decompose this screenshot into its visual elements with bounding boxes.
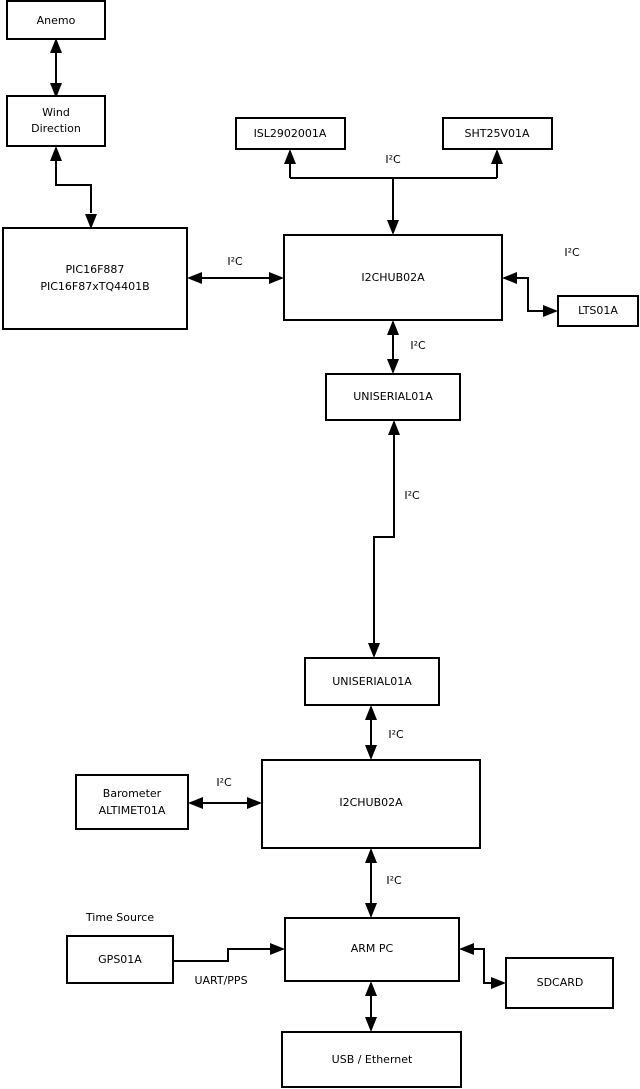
node-i2chub02a-bottom[interactable]: I2CHUB02A [261,759,481,849]
node-sht25v01a[interactable]: SHT25V01A [442,117,553,150]
node-sdcard-label: SDCARD [537,976,584,989]
node-uniserial01a-bottom-label: UNISERIAL01A [332,675,412,688]
node-arm-pc-label: ARM PC [351,942,394,955]
connector-uniserial-bottom-hub-bottom [365,705,377,760]
node-barometer-label-line1: Barometer [103,787,162,800]
node-wind-direction-label-line2: Direction [31,122,81,135]
edge-label-uniserial-bottom-to-hub-bottom: I²C [388,728,404,741]
node-lts01a-label: LTS01A [578,304,618,317]
node-pic-label-line2: PIC16F87xTQ4401B [40,280,149,293]
connector-wind-direction-pic [50,146,97,229]
node-isl2902001a[interactable]: ISL2902001A [235,117,346,150]
connector-hub-top-sensors [284,149,503,235]
node-uniserial01a-top[interactable]: UNISERIAL01A [325,373,461,421]
node-usb-ethernet[interactable]: USB / Ethernet [281,1031,462,1088]
node-uniserial01a-top-label: UNISERIAL01A [353,390,433,403]
node-pic-microcontroller[interactable]: PIC16F887 PIC16F87xTQ4401B [2,227,188,330]
node-anemo-label: Anemo [37,14,76,27]
connector-armpc-usb-ethernet [365,981,377,1032]
node-isl2902001a-label: ISL2902001A [254,127,327,140]
node-sdcard[interactable]: SDCARD [505,957,614,1009]
node-i2chub02a-bottom-label: I2CHUB02A [339,796,403,809]
node-wind-direction-label-line1: Wind [42,106,70,119]
connector-uniserial-link [368,420,400,658]
edge-label-hub-top-to-lts: I²C [564,246,580,259]
node-uniserial01a-bottom[interactable]: UNISERIAL01A [304,657,440,706]
node-gps01a[interactable]: GPS01A [66,935,174,984]
edge-label-barometer-to-hub-bottom: I²C [216,776,232,789]
connector-hub-top-uniserial-top [387,320,399,374]
node-sht25v01a-label: SHT25V01A [464,127,529,140]
node-arm-pc[interactable]: ARM PC [284,917,460,982]
node-i2chub02a-top[interactable]: I2CHUB02A [283,234,503,321]
connector-hub-top-lts [502,272,558,317]
node-wind-direction[interactable]: Wind Direction [6,95,106,147]
edge-label-hub-top-to-uniserial-top: I²C [410,339,426,352]
node-gps01a-label: GPS01A [98,953,142,966]
connector-hub-bottom-armpc [365,848,377,918]
edge-label-uniserial-link: I²C [404,489,420,502]
edge-label-pic-to-hub-top: I²C [227,255,243,268]
edge-label-hub-bottom-to-armpc: I²C [386,874,402,887]
node-pic-label-line1: PIC16F887 [66,263,125,276]
edge-label-gps-to-armpc: UART/PPS [194,974,247,987]
node-usb-ethernet-label: USB / Ethernet [332,1053,413,1066]
node-barometer-label-line2: ALTIMET01A [99,804,166,817]
node-lts01a[interactable]: LTS01A [557,295,639,327]
connector-gps-armpc [173,943,285,962]
node-anemo[interactable]: Anemo [6,0,106,40]
node-i2chub02a-top-label: I2CHUB02A [361,271,425,284]
label-time-source: Time Source [85,911,154,924]
connector-barometer-hub-bottom [188,797,262,809]
node-barometer[interactable]: Barometer ALTIMET01A [75,774,189,830]
connector-anemo-wind-direction [50,38,62,98]
connector-pic-hub-top [187,272,284,284]
connector-armpc-sdcard [459,943,506,989]
edge-label-sensors-to-hub-top: I²C [385,153,401,166]
